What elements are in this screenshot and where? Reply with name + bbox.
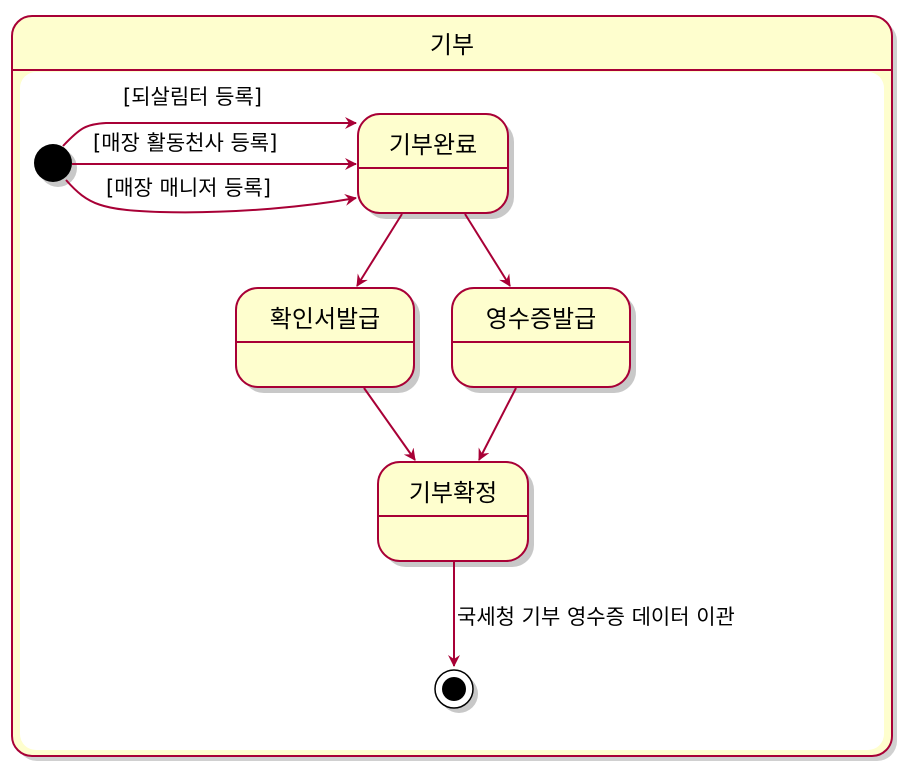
edge-receipt-to-confirmed [478, 387, 517, 461]
state-name-donation-confirmed: 기부확정 [409, 479, 497, 507]
edge-label-register-store-volunteer: [매장 활동천사 등록] [93, 131, 277, 155]
state-certificate-issue: 확인서발급 [235, 287, 420, 393]
edge-certificate-to-confirmed [363, 387, 416, 461]
state-donation-confirmed: 기부확정 [377, 461, 534, 567]
composite-state-title: 기부 [430, 31, 474, 59]
state-name-certificate-issue: 확인서발급 [270, 305, 380, 333]
state-name-receipt-issue: 영수증발급 [486, 305, 596, 333]
state-receipt-issue: 영수증발급 [451, 287, 636, 393]
state-name-donation-complete: 기부완료 [389, 131, 477, 159]
edge-label-register-store-manager: [매장 매니저 등록] [106, 176, 271, 200]
state-donation-complete: 기부완료 [357, 113, 514, 219]
edge-label-register-deosalimteo: [되살림터 등록] [123, 85, 262, 109]
edge-complete-to-certificate [356, 213, 403, 287]
final-state [434, 669, 478, 713]
initial-state [34, 144, 77, 187]
edge-initial-top [62, 117, 357, 147]
edge-initial-bottom [65, 179, 357, 214]
edge-complete-to-receipt [464, 213, 511, 287]
composite-state-donation: 기부 [11, 15, 897, 761]
edge-label-transfer-to-nts: 국세청 기부 영수증 데이터 이관 [457, 605, 735, 629]
